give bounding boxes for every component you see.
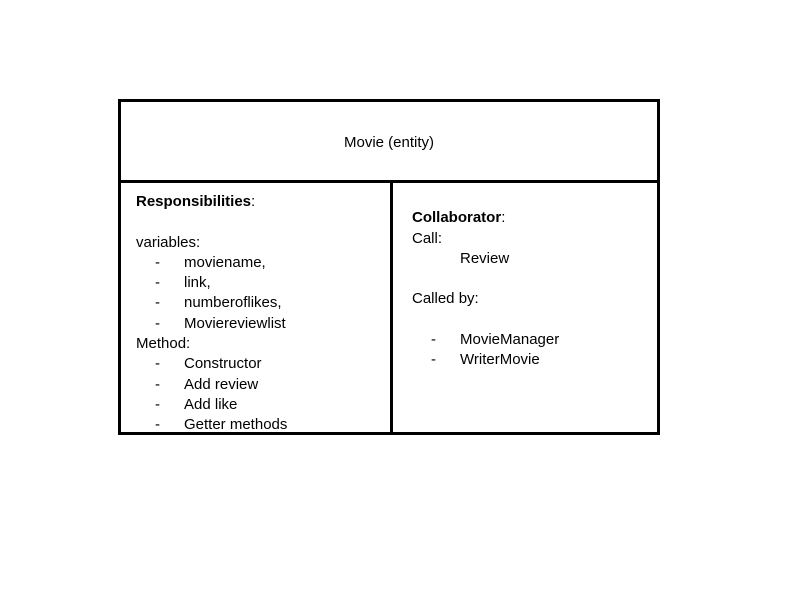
bullet-dash: -: [155, 416, 160, 433]
crc-card: Movie (entity): [118, 99, 660, 435]
collaborator-heading-colon: :: [501, 209, 506, 226]
called-by-label: Called by:: [412, 290, 479, 307]
call-item: Review: [460, 250, 510, 267]
variable-item: numberoflikes,: [184, 294, 282, 311]
responsibilities-heading-label: Responsibilities: [136, 193, 252, 210]
called-by-item: WriterMovie: [460, 351, 540, 368]
called-by-item: MovieManager: [460, 331, 560, 348]
bullet-dash: -: [431, 331, 436, 348]
responsibilities-heading-colon: :: [251, 193, 256, 210]
responsibilities-heading: Responsibilities:: [136, 192, 255, 212]
bullet-dash: -: [155, 294, 160, 311]
method-label: Method:: [136, 335, 191, 352]
collaborator-heading: Collaborator:: [412, 208, 505, 228]
card-header: Movie (entity): [121, 102, 657, 183]
variables-label: variables:: [136, 234, 201, 251]
call-label: Call:: [412, 230, 443, 247]
variable-item: link,: [184, 274, 211, 291]
bullet-dash: -: [155, 315, 160, 332]
variable-item: moviename,: [184, 254, 266, 271]
collaborator-heading-label: Collaborator: [412, 209, 502, 226]
method-item: Constructor: [184, 355, 262, 372]
bullet-dash: -: [155, 274, 160, 291]
column-divider: [390, 183, 393, 432]
method-item: Getter methods: [184, 416, 288, 433]
bullet-dash: -: [155, 355, 160, 372]
bullet-dash: -: [155, 376, 160, 393]
card-title: Movie (entity): [343, 134, 435, 151]
method-item: Add like: [184, 396, 238, 413]
bullet-dash: -: [431, 351, 436, 368]
variable-item: Moviereviewlist: [184, 315, 286, 332]
bullet-dash: -: [155, 396, 160, 413]
bullet-dash: -: [155, 254, 160, 271]
method-item: Add review: [184, 376, 259, 393]
